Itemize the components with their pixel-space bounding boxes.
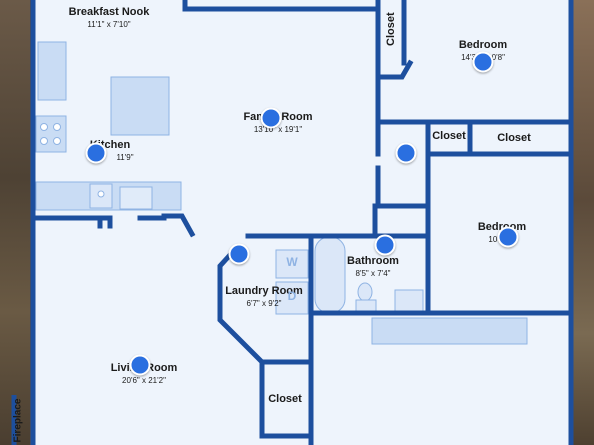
- photo-hotspot-bedroom-2[interactable]: [497, 226, 519, 248]
- room-dimensions: 20'6" x 21'2": [122, 376, 166, 385]
- kitchen-fixtures: [35, 41, 182, 211]
- photo-hotspot-laundry[interactable]: [228, 243, 250, 265]
- closet-label-bottom: Closet: [268, 393, 302, 405]
- photo-hotspot-hallway[interactable]: [395, 142, 417, 164]
- photo-hotspot-kitchen[interactable]: [85, 142, 107, 164]
- background-texture-left: [0, 0, 30, 445]
- washer: [275, 249, 309, 279]
- photo-hotspot-bathroom[interactable]: [374, 234, 396, 256]
- room-name: Laundry Room: [225, 285, 303, 297]
- bathroom-fixtures: [314, 236, 528, 345]
- photo-hotspot-family-room[interactable]: [260, 107, 282, 129]
- room-label-breakfast-nook: Breakfast Nook 11'1" x 7'10": [69, 6, 150, 30]
- dryer-label: D: [287, 289, 297, 303]
- room-dimensions: 6'7" x 9'2": [246, 299, 282, 308]
- dryer: [275, 281, 309, 315]
- room-label-bathroom: Bathroom 8'5" x 7'4": [347, 255, 399, 279]
- room-dimensions: 11'1" x 7'10": [87, 20, 131, 29]
- room-dimensions: 11'9": [116, 153, 134, 162]
- washer-label: W: [286, 255, 298, 269]
- closet-label-right: Closet: [497, 132, 531, 144]
- photo-hotspot-bedroom-1[interactable]: [472, 51, 494, 73]
- photo-hotspot-living-room[interactable]: [129, 354, 151, 376]
- room-label-laundry-room: Laundry Room 6'7" x 9'2": [225, 285, 303, 309]
- room-dimensions: 8'5" x 7'4": [355, 269, 391, 278]
- floor-area: [31, 0, 571, 445]
- closet-label-mid: Closet: [432, 130, 466, 142]
- walls: [30, 0, 574, 445]
- room-name: Bathroom: [347, 255, 399, 267]
- room-name: Breakfast Nook: [68, 6, 150, 18]
- fireplace-label: Fireplace: [12, 398, 24, 442]
- laundry-fixtures: [275, 249, 309, 315]
- room-dimensions: 13'10" x 19'1": [253, 125, 303, 134]
- room-name: Bedroom: [458, 39, 508, 51]
